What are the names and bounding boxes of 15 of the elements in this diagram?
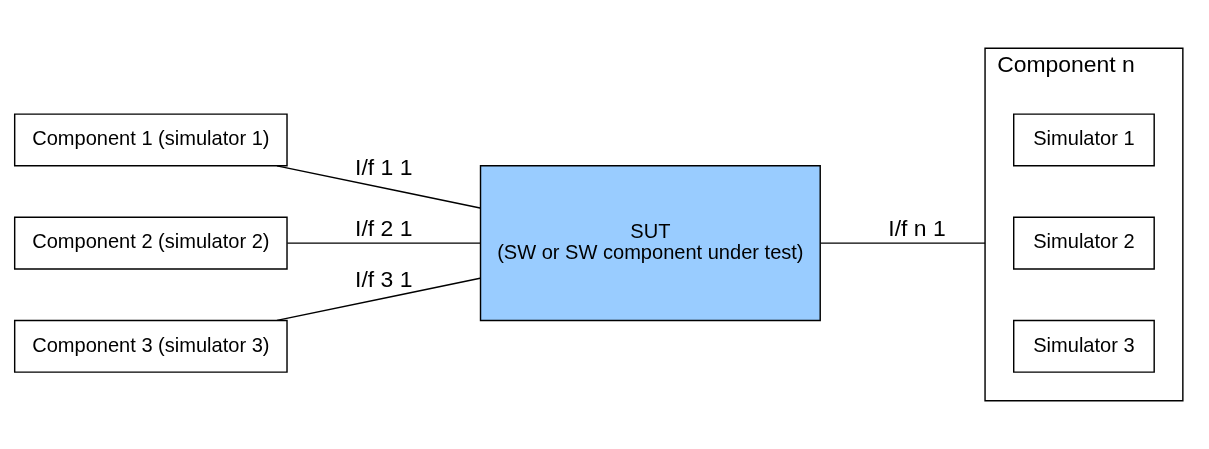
edge-label: I/f n 1 <box>888 214 946 241</box>
node-box: Component 3 (simulator 3) <box>13 319 288 373</box>
connector <box>276 277 481 322</box>
edge-label: I/f 3 1 <box>355 266 413 293</box>
connector <box>286 242 481 244</box>
edge-label: I/f 2 1 <box>355 214 413 241</box>
connector <box>820 242 986 244</box>
edge-label: I/f 1 1 <box>355 154 413 181</box>
connector <box>276 165 481 209</box>
node-box: SUT (SW or SW component under test) <box>479 165 821 322</box>
node-box: Simulator 3 <box>1013 319 1155 373</box>
node-box: Component 2 (simulator 2) <box>13 216 288 270</box>
node-box: Simulator 1 <box>1013 113 1155 167</box>
node-box: Component 1 (simulator 1) <box>13 113 288 167</box>
node-box: Simulator 2 <box>1013 216 1155 270</box>
